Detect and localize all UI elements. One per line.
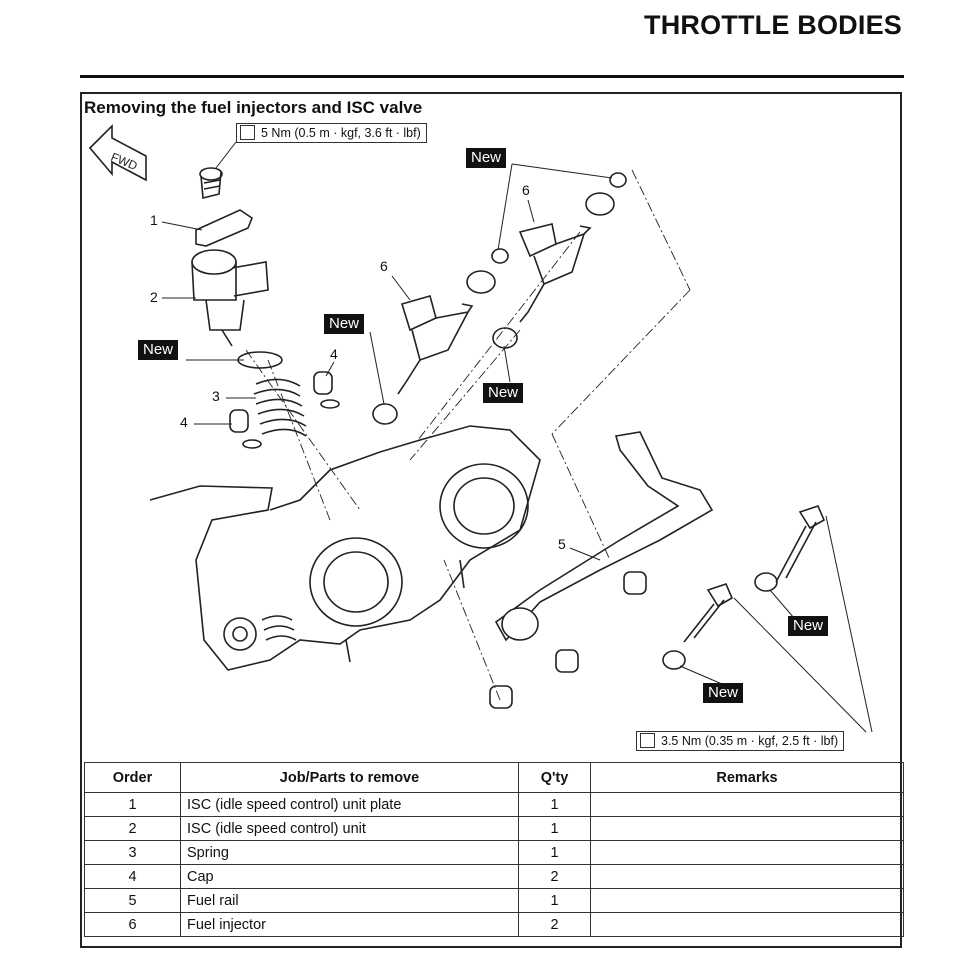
bolt-icon xyxy=(683,583,734,643)
row-qty: 2 xyxy=(518,864,591,889)
bolt-icon xyxy=(775,505,826,583)
table-row: 1 ISC (idle speed control) unit plate 1 xyxy=(84,792,904,817)
header-remarks: Remarks xyxy=(590,762,904,793)
new-part-tag: New xyxy=(138,340,179,360)
callout-1: 1 xyxy=(150,212,158,228)
o-ring-icon xyxy=(237,351,283,369)
row-job: ISC (idle speed control) unit plate xyxy=(180,792,519,817)
row-remarks xyxy=(590,912,904,937)
new-part-tag: New xyxy=(483,383,524,403)
table-row: 5 Fuel rail 1 xyxy=(84,888,904,913)
row-qty: 1 xyxy=(518,792,591,817)
row-job: Fuel injector xyxy=(180,912,519,937)
fuel-rail-icon xyxy=(489,431,714,709)
table-row: 3 Spring 1 xyxy=(84,840,904,865)
row-qty: 2 xyxy=(518,912,591,937)
screw-icon xyxy=(199,167,223,200)
new-part-tag: New xyxy=(788,616,829,636)
cap-icon xyxy=(229,409,249,433)
section-title: Removing the fuel injectors and ISC valv… xyxy=(84,98,423,117)
fwd-arrow-icon: FWD xyxy=(88,124,147,182)
torque-spec-top-text: 5 Nm (0.5 m · kgf, 3.6 ft · lbf) xyxy=(261,126,421,140)
row-order: 1 xyxy=(84,792,181,817)
throttle-body-icon xyxy=(149,425,541,671)
isc-unit-icon xyxy=(191,249,269,347)
diagram-frame xyxy=(80,92,902,948)
callout-3: 3 xyxy=(212,388,220,404)
callout-5: 5 xyxy=(558,536,566,552)
row-order: 2 xyxy=(84,816,181,841)
torque-spec-top: 5 Nm (0.5 m · kgf, 3.6 ft · lbf) xyxy=(236,123,427,143)
torque-wrench-icon xyxy=(240,125,255,140)
callout-6: 6 xyxy=(380,258,388,274)
table-row: 4 Cap 2 xyxy=(84,864,904,889)
row-order: 6 xyxy=(84,912,181,937)
row-remarks xyxy=(590,816,904,841)
parts-table: Order Job/Parts to remove Q'ty Remarks 1… xyxy=(84,762,904,937)
header-qty: Q'ty xyxy=(518,762,591,793)
fuel-injector-icon xyxy=(518,223,592,323)
callout-4: 4 xyxy=(180,414,188,430)
row-order: 3 xyxy=(84,840,181,865)
row-job: ISC (idle speed control) unit xyxy=(180,816,519,841)
row-order: 4 xyxy=(84,864,181,889)
row-remarks xyxy=(590,888,904,913)
row-qty: 1 xyxy=(518,816,591,841)
exploded-view-diagram: FWD xyxy=(88,124,873,733)
callout-2: 2 xyxy=(150,289,158,305)
row-remarks xyxy=(590,840,904,865)
cap-icon xyxy=(313,371,333,395)
new-part-tag: New xyxy=(703,683,744,703)
new-part-tag: New xyxy=(466,148,507,168)
torque-spec-bottom: 3.5 Nm (0.35 m · kgf, 2.5 ft · lbf) xyxy=(636,731,845,751)
page-title: THROTTLE BODIES xyxy=(644,10,902,40)
title-rule xyxy=(80,75,904,78)
table-row: 2 ISC (idle speed control) unit 1 xyxy=(84,816,904,841)
row-qty: 1 xyxy=(518,840,591,865)
spring-icon xyxy=(253,378,307,437)
torque-spec-bottom-text: 3.5 Nm (0.35 m · kgf, 2.5 ft · lbf) xyxy=(661,734,839,748)
row-job: Fuel rail xyxy=(180,888,519,913)
torque-wrench-icon xyxy=(640,733,655,748)
row-qty: 1 xyxy=(518,888,591,913)
callout-4: 4 xyxy=(330,346,338,362)
table-header-row: Order Job/Parts to remove Q'ty Remarks xyxy=(84,762,904,793)
new-part-tag: New xyxy=(324,314,365,334)
table-row: 6 Fuel injector 2 xyxy=(84,912,904,937)
row-job: Spring xyxy=(180,840,519,865)
callout-6: 6 xyxy=(522,182,530,198)
header-order: Order xyxy=(84,762,181,793)
fuel-injector-icon xyxy=(397,295,474,395)
row-job: Cap xyxy=(180,864,519,889)
header-job: Job/Parts to remove xyxy=(180,762,519,793)
row-order: 5 xyxy=(84,888,181,913)
row-remarks xyxy=(590,792,904,817)
row-remarks xyxy=(590,864,904,889)
